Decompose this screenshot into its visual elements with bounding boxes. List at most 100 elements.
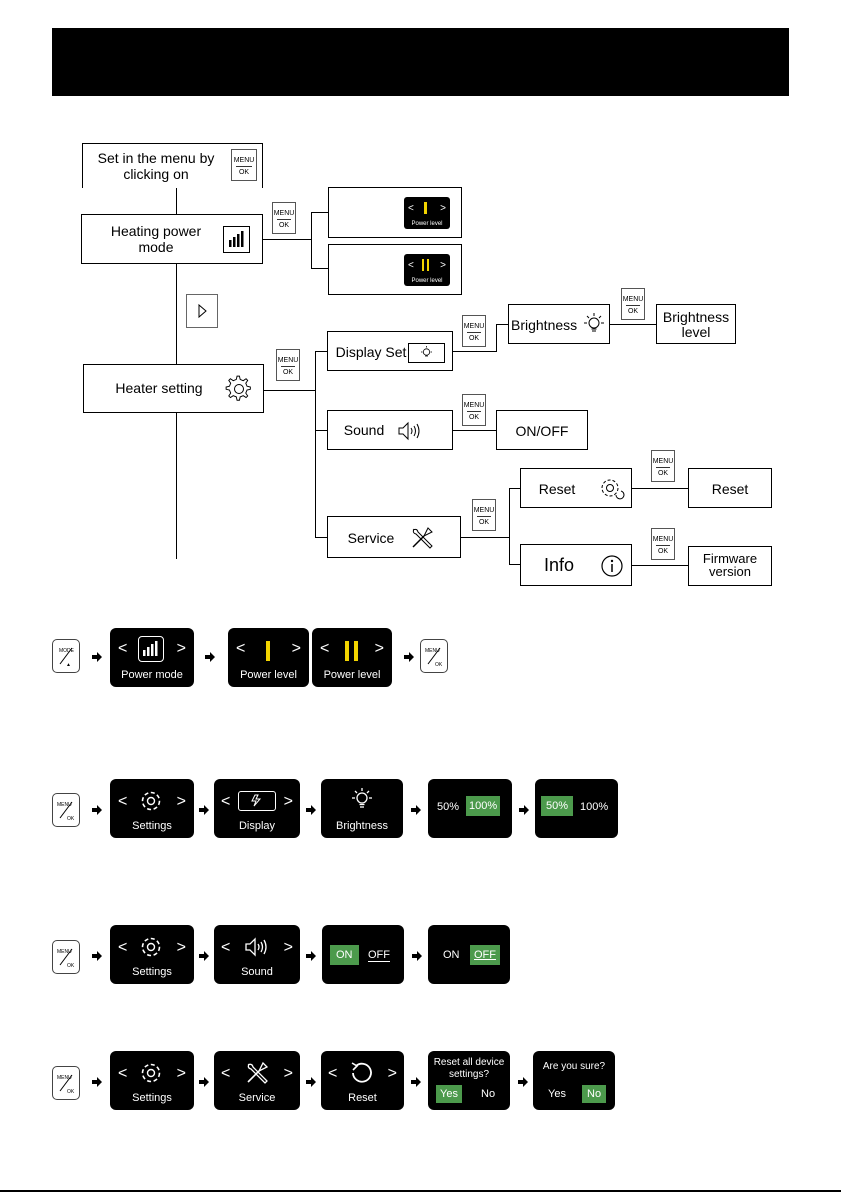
reset-question: Reset all device settings? xyxy=(433,1057,505,1080)
display-set-label: Display Set xyxy=(335,344,407,360)
brightness-level-line2: level xyxy=(681,324,711,340)
connector xyxy=(632,565,688,566)
screen-caption: Reset xyxy=(348,1092,377,1104)
heater-setting-box: Heater setting xyxy=(83,364,264,413)
power-level-1-mini-screen: < > Power level xyxy=(404,197,450,229)
svg-text:MODE: MODE xyxy=(59,648,75,654)
tools-icon xyxy=(247,1061,269,1084)
menu-key-icon: MENU OK xyxy=(52,793,80,827)
svg-text:OK: OK xyxy=(435,662,443,668)
screen-settings: < > Settings xyxy=(110,925,194,984)
option-100-selected: 100% xyxy=(466,796,501,816)
screen-caption: Brightness xyxy=(336,820,388,832)
gear-icon xyxy=(141,791,161,811)
gear-reset-icon xyxy=(601,479,625,500)
screen-sound-on: ON OFF xyxy=(322,925,404,984)
connector xyxy=(610,324,656,325)
power-level-1-box: < > Power level xyxy=(328,187,462,238)
option-no: No xyxy=(481,1088,496,1100)
brightness-label: Brightness xyxy=(511,317,578,333)
tools-icon xyxy=(412,527,433,549)
service-box: Service xyxy=(327,516,461,558)
info-box: Info xyxy=(520,544,632,586)
arrow-right-icon xyxy=(411,805,421,815)
connector xyxy=(311,212,328,213)
arrow-right-icon xyxy=(205,652,215,662)
sound-label: Sound xyxy=(343,422,385,438)
arrow-right-icon xyxy=(92,951,102,961)
connector xyxy=(315,537,327,538)
screen-reset-confirm: Reset all device settings? Yes No xyxy=(428,1051,510,1110)
connector xyxy=(263,239,311,240)
heating-line2: mode xyxy=(138,239,174,255)
reset-box: Reset xyxy=(520,468,632,508)
arrow-right-icon xyxy=(404,652,414,662)
page-header-bar xyxy=(52,28,789,96)
screen-caption: Settings xyxy=(132,1092,172,1104)
screen-brightness-100: 50% 100% xyxy=(428,779,512,838)
bottom-rule xyxy=(0,1190,841,1192)
connector xyxy=(496,324,508,325)
connector xyxy=(509,488,510,565)
arrow-right-icon xyxy=(92,805,102,815)
screen-power-mode: < > Power mode xyxy=(110,628,194,687)
arrow-right-icon xyxy=(199,1077,209,1087)
svg-text:OK: OK xyxy=(67,816,75,822)
root-line1: Set in the menu by xyxy=(97,150,215,166)
connector xyxy=(461,537,509,538)
reset-arrow-icon xyxy=(351,1062,372,1083)
display-icon xyxy=(408,343,445,363)
connector xyxy=(453,351,496,352)
connector xyxy=(311,268,328,269)
connector xyxy=(496,324,497,352)
reset-result-box: Reset xyxy=(688,468,772,508)
screen-power-level-2: < > Power level xyxy=(312,628,392,687)
option-on: ON xyxy=(443,949,460,961)
brightness-level-line1: Brightness xyxy=(662,309,730,325)
screen-power-level-1: < > Power level xyxy=(228,628,309,687)
on-off-label: ON/OFF xyxy=(515,423,569,439)
speaker-icon xyxy=(398,421,420,441)
connector xyxy=(315,351,316,538)
screen-caption: Power level xyxy=(240,669,297,681)
svg-text:MENU: MENU xyxy=(57,949,72,955)
screen-settings: < > Settings xyxy=(110,1051,194,1110)
screen-service: < > Service xyxy=(214,1051,300,1110)
option-50-selected: 50% xyxy=(541,796,574,816)
firmware-line2: version xyxy=(709,564,751,579)
svg-text:MENU: MENU xyxy=(57,802,72,808)
option-off: OFF xyxy=(368,949,390,962)
connector xyxy=(315,430,327,431)
arrow-right-icon xyxy=(519,805,529,815)
mini-caption: Power level xyxy=(411,278,443,284)
screen-are-you-sure: Are you sure? Yes No xyxy=(533,1051,615,1110)
connector xyxy=(632,488,688,489)
bulb-icon xyxy=(352,788,372,808)
option-yes-selected: Yes xyxy=(436,1085,462,1103)
arrow-right-icon xyxy=(412,951,422,961)
power-level-2-box: < > Power level xyxy=(328,244,462,295)
option-50: 50% xyxy=(437,801,460,813)
arrow-right-icon xyxy=(306,805,316,815)
svg-text:MENU: MENU xyxy=(57,1075,72,1081)
gear-icon xyxy=(225,375,251,401)
heating-line1: Heating power xyxy=(110,223,202,239)
heating-power-mode-box: Heating power mode xyxy=(81,214,263,264)
firmware-line1: Firmware xyxy=(702,551,758,566)
arrow-right-icon xyxy=(92,1077,102,1087)
next-button-icon xyxy=(186,294,218,328)
mode-key-icon: MODE▲ xyxy=(52,639,80,673)
on-off-box: ON/OFF xyxy=(496,410,588,450)
heater-setting-label: Heater setting xyxy=(115,380,203,396)
gear-icon xyxy=(141,1063,161,1083)
bulb-icon xyxy=(584,313,604,332)
connector xyxy=(509,564,520,565)
